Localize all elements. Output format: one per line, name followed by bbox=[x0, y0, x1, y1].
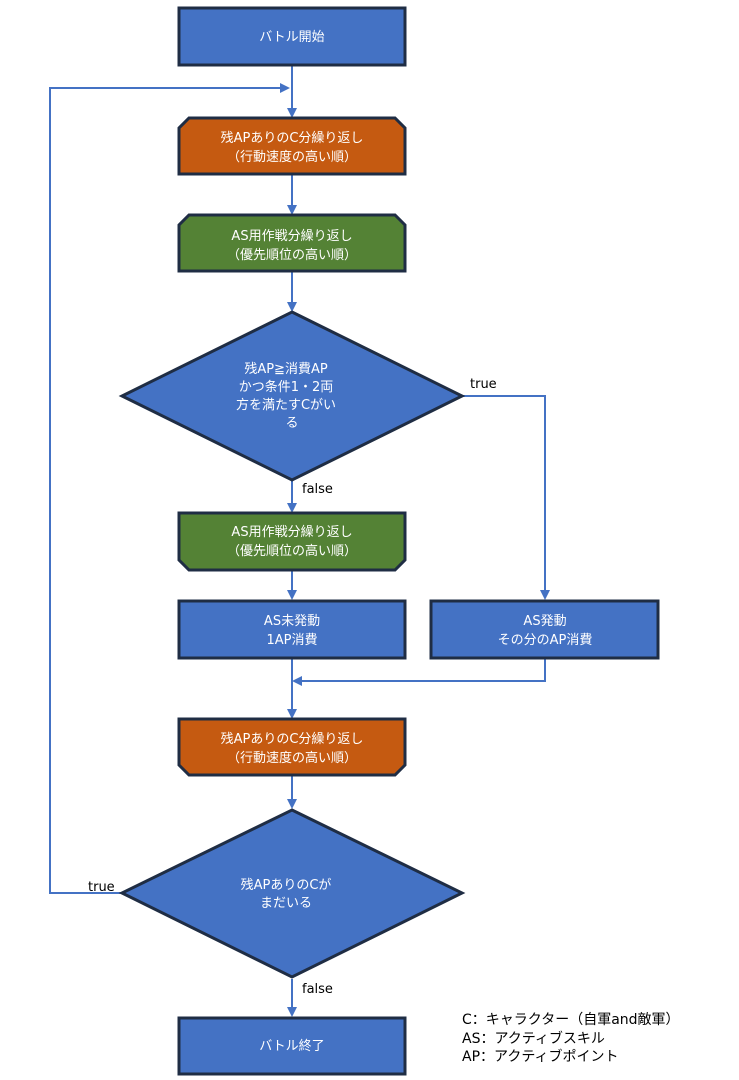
node-decision-1: 残AP≧消費AP かつ条件1・2両 方を満たすCがい る bbox=[118, 310, 466, 482]
node-decision-2: 残APありのCが まだいる bbox=[118, 808, 466, 979]
node-end-line-0: バトル終了 bbox=[259, 1038, 324, 1054]
node-decision-1-line-1: かつ条件1・2両 bbox=[239, 379, 334, 395]
node-loop-char-2: 残APありのC分繰り返し （行動速度の高い順） bbox=[177, 717, 407, 777]
legend-line-1: C：キャラクター（自軍and敵軍） bbox=[462, 1012, 680, 1028]
node-loop-strategy-1-line-0: AS用作戦分繰り返し bbox=[231, 229, 352, 244]
node-loop-char-1: 残APありのC分繰り返し （行動速度の高い順） bbox=[177, 116, 407, 176]
node-loop-char-1-line-1: （行動速度の高い順） bbox=[227, 149, 357, 165]
edge-label-d2-true: true bbox=[88, 880, 115, 895]
node-decision-1-line-2: 方を満たすCがい bbox=[236, 397, 336, 413]
node-start-line-0: バトル開始 bbox=[259, 30, 324, 45]
node-as-fired-line-0: AS発動 bbox=[523, 614, 566, 629]
edge-label-d1-true: true bbox=[470, 377, 497, 392]
legend-line-3: AP：アクティブポイント bbox=[462, 1049, 619, 1065]
node-loop-strategy-1-line-1: （優先順位の高い順） bbox=[227, 247, 357, 263]
arrow-decision2-true-loopback bbox=[49, 83, 290, 894]
node-decision-1-line-3: る bbox=[285, 416, 298, 431]
node-loop-char-2-line-0: 残APありのC分繰り返し bbox=[221, 732, 364, 747]
arrow-fired-to-merge bbox=[292, 659, 546, 686]
node-decision-1-line-0: 残AP≧消費AP bbox=[244, 362, 328, 377]
connectors bbox=[49, 66, 550, 1017]
node-as-fired: AS発動 その分のAP消費 bbox=[429, 599, 660, 660]
node-loop-strategy-1: AS用作戦分繰り返し （優先順位の高い順） bbox=[177, 213, 407, 273]
node-as-not-fired-line-0: AS未発動 bbox=[264, 614, 320, 629]
node-end: バトル終了 bbox=[177, 1016, 407, 1076]
edge-label-d2-false: false bbox=[302, 982, 333, 997]
node-loop-strategy-2-line-0: AS用作戦分繰り返し bbox=[231, 525, 352, 540]
edge-label-d1-false: false bbox=[302, 482, 333, 497]
node-as-not-fired-line-1: 1AP消費 bbox=[266, 633, 317, 648]
node-loop-strategy-2: AS用作戦分繰り返し （優先順位の高い順） bbox=[177, 511, 407, 572]
node-decision-2-line-1: まだいる bbox=[260, 896, 312, 911]
node-loop-char-1-line-0: 残APありのC分繰り返し bbox=[221, 131, 364, 146]
node-as-fired-line-1: その分のAP消費 bbox=[498, 633, 593, 648]
node-decision-2-line-0: 残APありのCが bbox=[241, 878, 332, 893]
legend-line-2: AS：アクティブスキル bbox=[462, 1031, 605, 1047]
arrow-decision1-true bbox=[462, 395, 550, 600]
node-start: バトル開始 bbox=[177, 6, 407, 67]
node-as-not-fired: AS未発動 1AP消費 bbox=[177, 599, 407, 660]
node-loop-char-2-line-1: （行動速度の高い順） bbox=[227, 750, 357, 766]
node-loop-strategy-2-line-1: （優先順位の高い順） bbox=[227, 543, 357, 559]
